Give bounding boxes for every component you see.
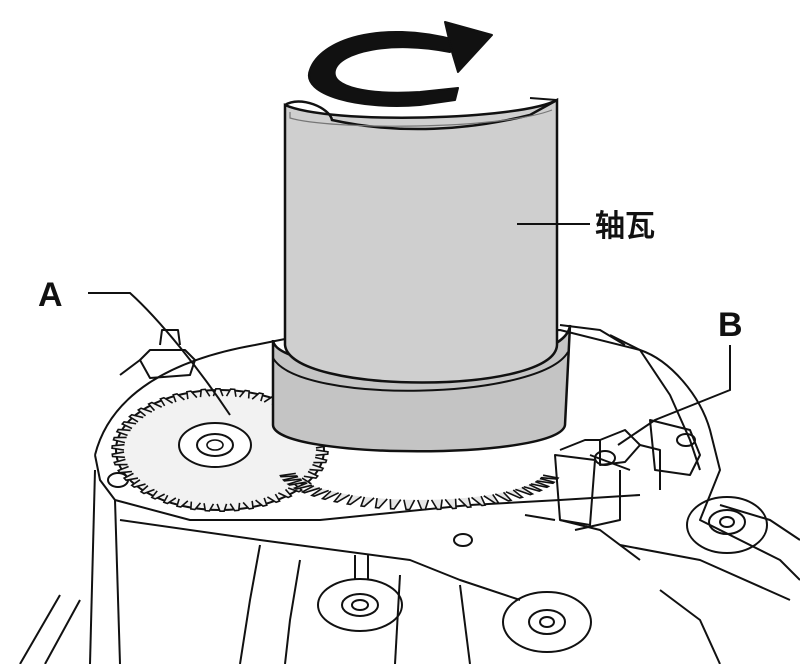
gear-tooth — [225, 388, 237, 397]
gear-tooth — [251, 392, 265, 402]
gear-tooth — [216, 503, 228, 513]
gear-tooth — [162, 494, 177, 505]
gear-tooth — [238, 389, 250, 399]
gear-tooth — [303, 470, 320, 480]
gear-tooth — [416, 499, 430, 511]
gear-tooth — [186, 390, 198, 400]
gear-tooth — [112, 436, 127, 444]
gear-tooth — [430, 499, 443, 511]
gear-tooth — [320, 490, 340, 501]
callout-b: B — [718, 306, 743, 344]
gear-tooth — [277, 488, 293, 499]
gear-tooth — [471, 495, 487, 507]
gear-tooth — [292, 482, 313, 490]
gear-tooth — [374, 498, 388, 509]
gear-tooth — [389, 499, 402, 510]
gear-tooth — [147, 401, 163, 412]
housing — [19, 324, 800, 664]
bearing-shell-label: 轴瓦 — [595, 209, 655, 244]
gear-tooth — [483, 493, 500, 505]
leader-b — [617, 345, 731, 446]
gear-tooth — [444, 498, 457, 510]
gear-tooth — [242, 500, 254, 510]
leader-a — [88, 292, 231, 416]
gear-tooth — [300, 485, 321, 494]
gear-tooth — [172, 392, 185, 403]
gear-tooth — [345, 494, 362, 506]
gear-tooth — [536, 477, 556, 485]
gear-tooth — [281, 475, 301, 482]
gear-tooth — [139, 485, 155, 495]
bearing-sleeve — [271, 97, 572, 453]
gear-tooth — [190, 501, 202, 511]
gear-tooth — [130, 479, 146, 489]
gear-tooth — [113, 458, 128, 466]
gear-tooth — [403, 499, 416, 511]
gear-tooth — [515, 486, 535, 496]
gear-tooth — [122, 472, 139, 482]
gear-tooth — [111, 451, 125, 459]
gear-tooth — [136, 407, 153, 417]
gear-tooth — [310, 487, 329, 498]
gear-tooth — [458, 497, 472, 509]
gear-tooth — [199, 388, 211, 398]
bracket-b — [524, 429, 661, 531]
gear-tooth — [229, 502, 241, 512]
mounting-bosses — [107, 433, 768, 653]
gear-tooth — [203, 503, 215, 512]
gear-tooth — [494, 491, 513, 502]
gear-tooth — [505, 489, 525, 499]
leader-lines — [88, 223, 731, 446]
gear-tooth — [120, 420, 137, 430]
gear-tooth — [117, 465, 133, 474]
gear-tooth — [115, 428, 131, 437]
gear-tooth — [159, 396, 174, 407]
gear-tooth — [150, 490, 165, 500]
gear-tooth — [313, 456, 328, 464]
gear-tooth — [128, 413, 144, 423]
gear-tooth — [530, 480, 551, 489]
gear-tooth — [255, 497, 268, 508]
gear-tooth — [266, 493, 281, 504]
gear-tooth — [359, 496, 375, 508]
gear-tooth — [523, 483, 544, 492]
rotate-arrow-icon — [307, 21, 493, 107]
gear-tooth — [309, 463, 325, 472]
gear-tooth — [279, 472, 298, 478]
callout-a: A — [38, 276, 63, 314]
gear-tooth — [315, 449, 329, 457]
gear-tooth — [175, 498, 189, 508]
gear-tooth — [540, 474, 560, 480]
gear-tooth — [286, 479, 306, 486]
gear-tooth — [111, 443, 125, 451]
gear-tooth — [332, 492, 351, 503]
drive-gear — [279, 472, 560, 511]
